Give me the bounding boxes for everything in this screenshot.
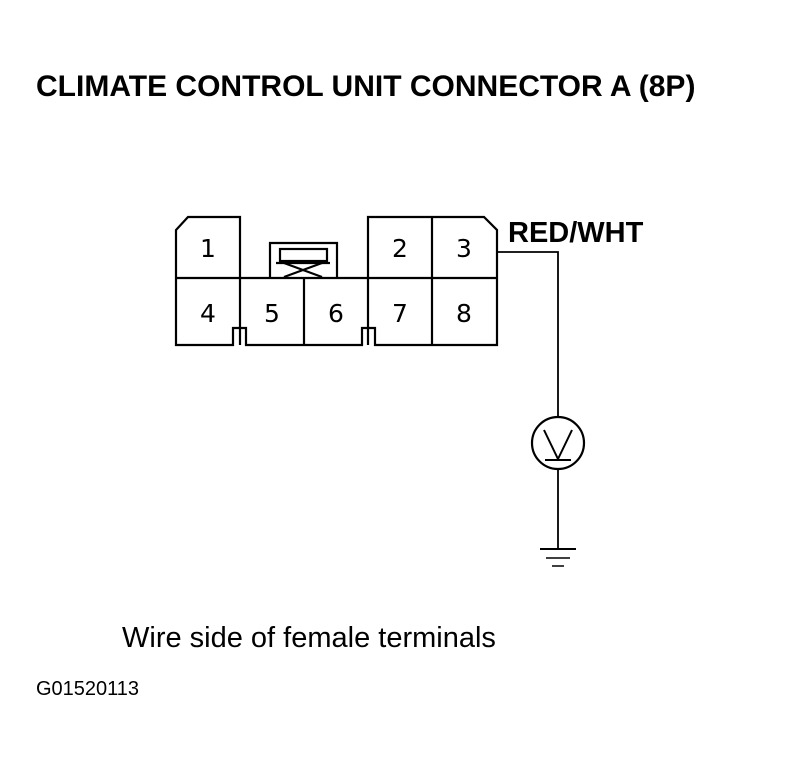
pin-7-label: 7 <box>392 299 408 328</box>
pin-4-label: 4 <box>200 299 216 328</box>
pin-2-label: 2 <box>392 234 408 263</box>
pin-8-label: 8 <box>456 299 472 328</box>
ground-symbol-icon <box>540 548 576 567</box>
voltmeter-v-glyph <box>543 429 573 462</box>
pin-3-label: 3 <box>456 234 472 263</box>
diagram-title: CLIMATE CONTROL UNIT CONNECTOR A (8P) <box>36 70 696 103</box>
pin-1-label: 1 <box>200 234 216 263</box>
connector-housing-left <box>174 215 242 278</box>
test-wire <box>497 251 559 418</box>
diagram-caption: Wire side of female terminals <box>122 622 496 654</box>
figure-id: G01520113 <box>36 678 140 700</box>
pin-6-label: 6 <box>328 299 344 328</box>
pin-5-label: 5 <box>264 299 280 328</box>
lock-latch-icon <box>268 241 339 279</box>
connector-housing-right <box>366 215 499 278</box>
wire-color-label: RED/WHT <box>508 217 644 249</box>
